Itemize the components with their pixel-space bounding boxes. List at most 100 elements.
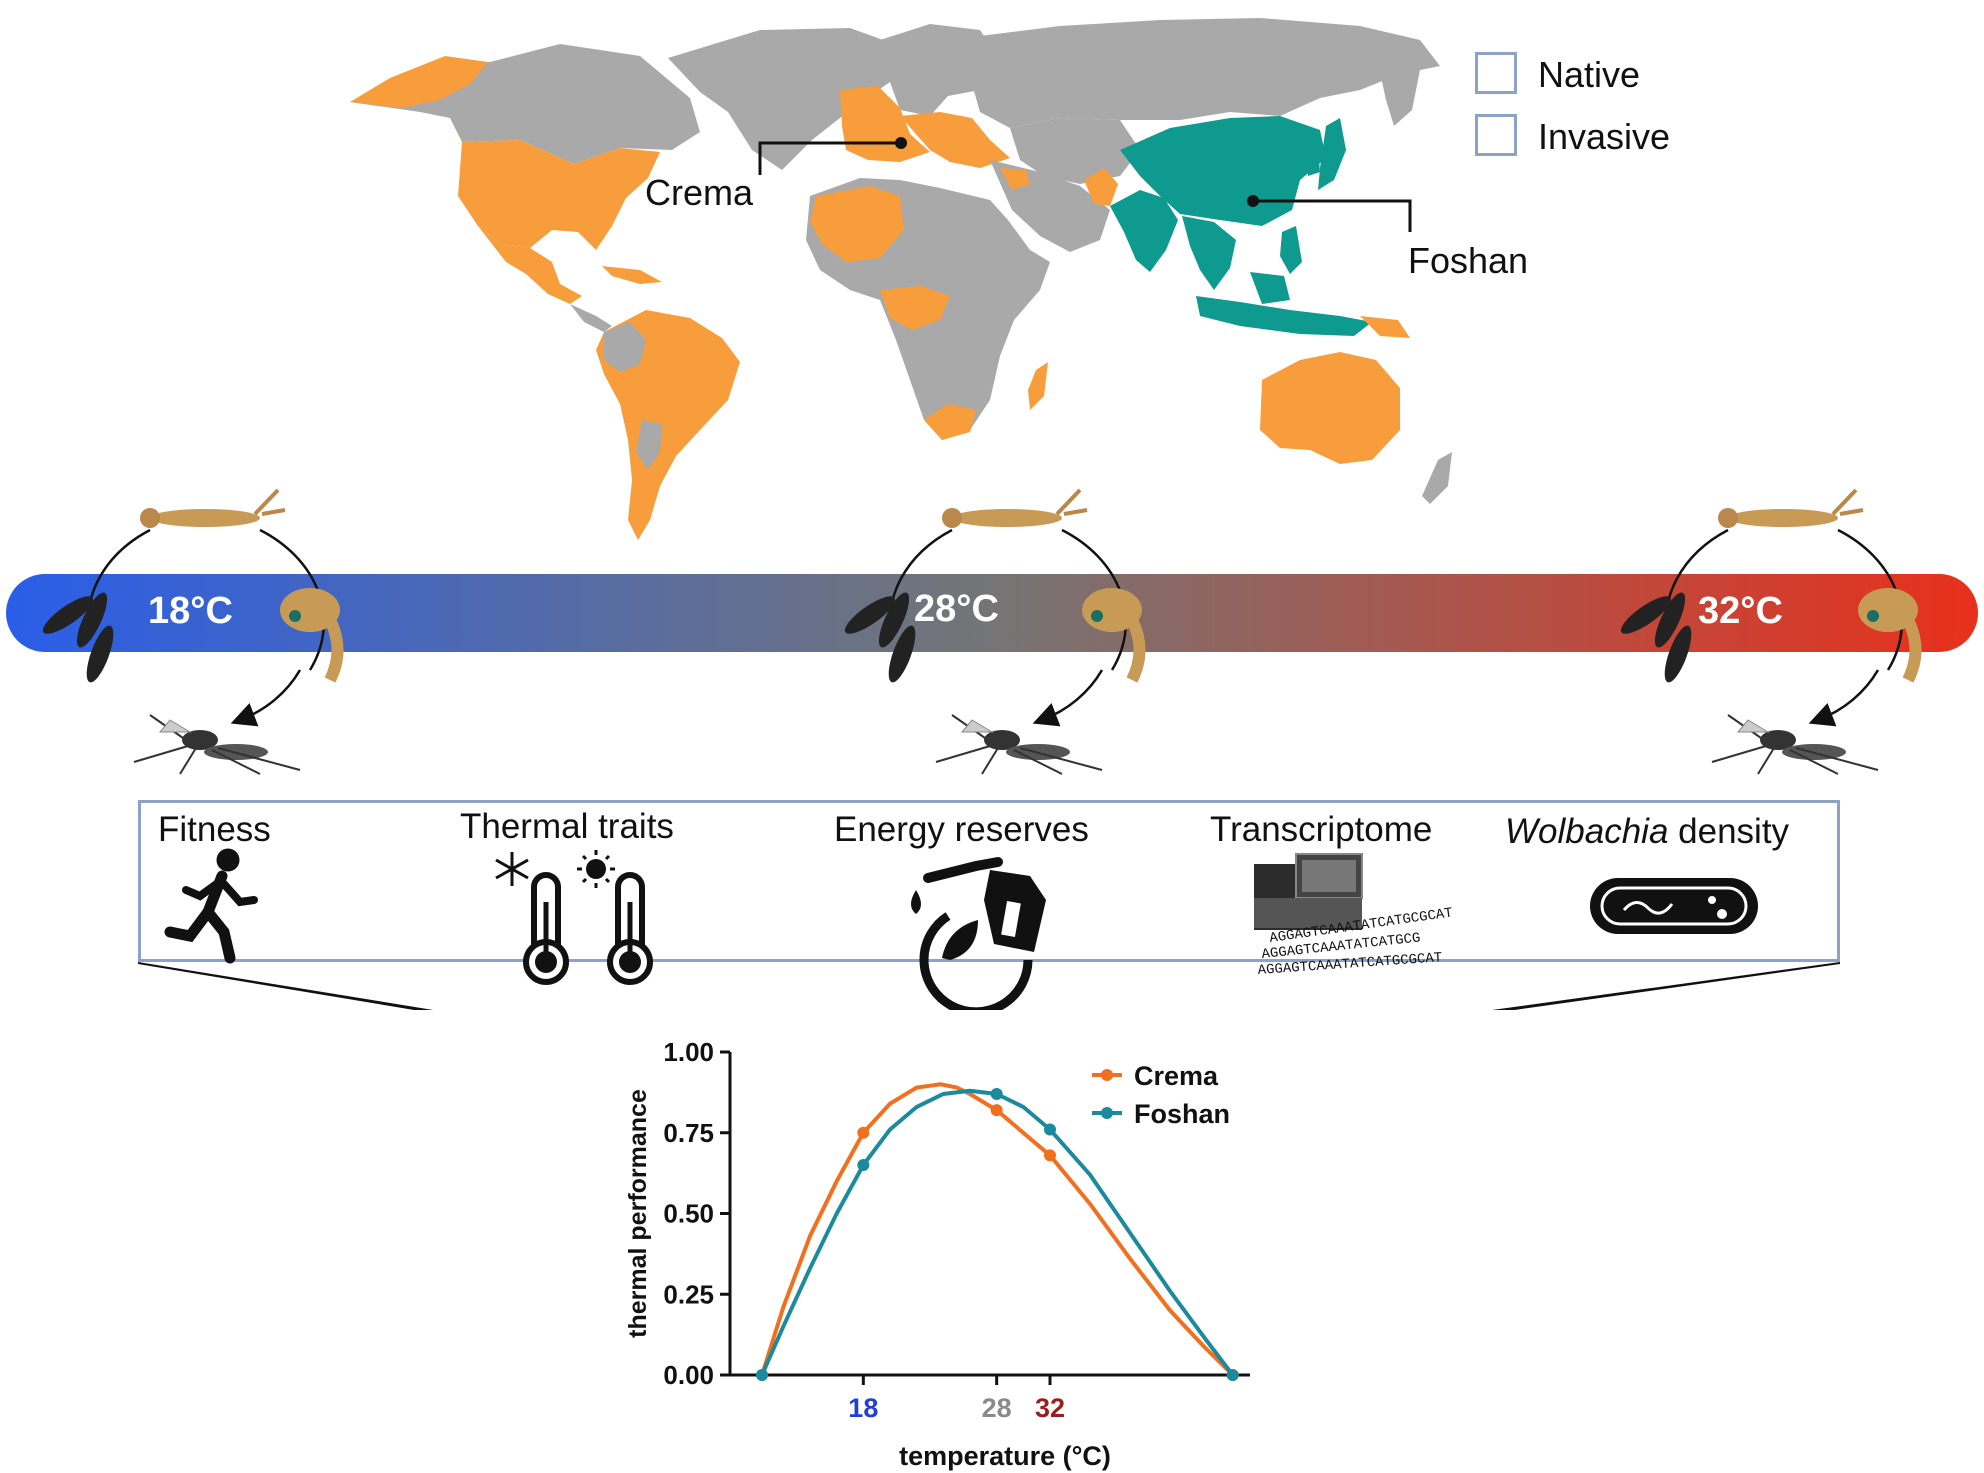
larva-icon	[942, 488, 1088, 528]
pakistan	[1084, 168, 1118, 206]
sequencer-icon	[1254, 853, 1363, 930]
wolbachia-cell-icon	[1590, 878, 1758, 934]
data-point-crema	[857, 1126, 870, 1139]
india	[1110, 190, 1178, 272]
fuel-pump-icon	[911, 857, 1046, 1010]
central-asia	[1010, 118, 1140, 184]
thermometer-hot-icon	[607, 872, 653, 985]
chart-plot-area: 0.00 0.25 0.50 0.75 1.00 18 28 32 temperature (°…	[624, 1037, 1250, 1471]
crema-marker	[758, 137, 907, 175]
new-guinea-invasive	[1360, 316, 1410, 338]
y-axis-label: thermal performance	[624, 1089, 652, 1338]
alaska	[350, 56, 488, 108]
data-point-foshan	[1226, 1369, 1239, 1381]
korea	[1304, 148, 1320, 176]
sun-icon	[577, 850, 615, 888]
series-line-foshan	[760, 1088, 1235, 1377]
southeast-asia	[1182, 216, 1236, 290]
fitness-label: Fitness	[158, 810, 271, 849]
larva-icon	[1718, 488, 1864, 528]
russia	[972, 18, 1440, 128]
data-point-crema	[990, 1104, 1003, 1117]
thermometer-cold-icon	[523, 872, 569, 985]
foshan-label: Foshan	[1408, 240, 1529, 281]
eggs-icon	[1620, 592, 1692, 683]
running-person-icon	[164, 848, 258, 964]
x-tick-label: 18	[848, 1393, 878, 1423]
funnel-right	[1492, 962, 1840, 1010]
funnel-left	[138, 962, 434, 1010]
legend-label-crema: Crema	[1134, 1061, 1219, 1091]
legend-native-label: Native	[1538, 54, 1641, 95]
legend-invasive-label: Invasive	[1538, 116, 1671, 157]
density-text: density	[1668, 812, 1790, 851]
china	[1120, 116, 1326, 226]
eggs-icon	[844, 592, 916, 683]
y-tick-label: 0.00	[663, 1360, 714, 1390]
madagascar	[1028, 362, 1048, 410]
y-tick-label: 0.50	[663, 1199, 714, 1229]
temp-label-28: 28°C	[914, 588, 999, 630]
pupa-icon	[280, 588, 344, 683]
adult-mosquito-icon	[133, 714, 301, 775]
y-tick-label: 0.25	[663, 1279, 714, 1309]
legend-marker-crema	[1101, 1069, 1113, 1081]
y-tick-label: 1.00	[663, 1037, 714, 1067]
energy-reserves-label: Energy reserves	[834, 810, 1089, 849]
life-cycle-32	[1620, 488, 1922, 775]
philippines	[1280, 226, 1302, 274]
legend-invasive-swatch	[1475, 114, 1517, 156]
south-america	[596, 310, 740, 540]
central-africa-invasive	[880, 286, 950, 330]
data-point-foshan	[1044, 1123, 1056, 1136]
adult-mosquito-icon	[1711, 714, 1879, 775]
life-cycle-18	[42, 488, 344, 775]
kamchatka	[1380, 70, 1420, 126]
temperature-gradient	[6, 488, 1978, 775]
new-zealand	[1422, 452, 1452, 504]
y-tick-label: 0.75	[663, 1118, 714, 1148]
data-point-foshan	[990, 1087, 1003, 1100]
thermal-traits-label: Thermal traits	[460, 807, 674, 846]
wolbachia-italic: Wolbachia	[1505, 812, 1669, 851]
temp-label-18: 18°C	[148, 590, 233, 632]
scandinavia	[880, 24, 1000, 116]
central-america	[570, 304, 612, 332]
crema-label: Crema	[645, 172, 754, 213]
mexico	[478, 226, 582, 304]
temperature-bar	[6, 574, 1978, 652]
caribbean	[602, 266, 662, 284]
europe-central-east	[900, 112, 1010, 168]
turkey-georgia	[1000, 168, 1030, 190]
usa	[458, 140, 660, 250]
trait-icons: AGGAGTCAAATATCATGCGCAT AGGAGTCAAATATCATG…	[138, 848, 1840, 1010]
transcriptome-label: Transcriptome	[1210, 810, 1433, 849]
traits-panel	[138, 800, 1840, 962]
data-point-foshan	[857, 1159, 870, 1172]
legend-label-foshan: Foshan	[1134, 1099, 1230, 1129]
x-axis-label: temperature (°C)	[899, 1441, 1111, 1471]
snowflake-icon	[495, 852, 529, 886]
foshan-marker	[1247, 195, 1412, 232]
x-tick-label: 28	[982, 1393, 1012, 1423]
pupa-icon	[1082, 588, 1146, 683]
life-cycle-28	[844, 488, 1146, 775]
north-africa-invasive	[810, 186, 904, 262]
x-tick-label: 32	[1035, 1393, 1065, 1423]
south-africa-invasive	[924, 404, 976, 440]
data-point-foshan	[756, 1369, 768, 1381]
south-america-gray-2	[636, 420, 662, 470]
legend-native-swatch	[1475, 52, 1517, 94]
temp-label-32: 32°C	[1698, 590, 1783, 632]
data-point-crema	[1044, 1149, 1056, 1162]
australia	[1260, 352, 1400, 464]
larva-icon	[140, 488, 286, 528]
indonesia	[1196, 296, 1372, 336]
pupa-icon	[1858, 588, 1922, 683]
eggs-icon	[42, 592, 114, 683]
japan	[1318, 118, 1346, 190]
wolbachia-density-label: Wolbachia density	[1505, 812, 1789, 852]
south-america-gray	[604, 322, 646, 372]
greenland	[668, 28, 905, 170]
